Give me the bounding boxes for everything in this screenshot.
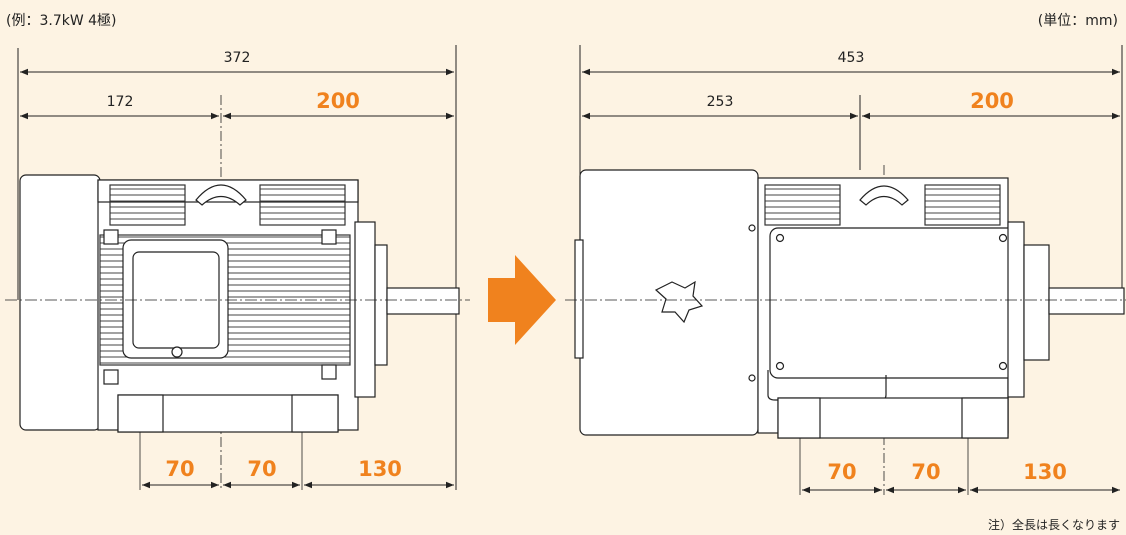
overall-length-before: 372 (223, 50, 251, 66)
example-label: (例：3.7kW 4極) (6, 13, 117, 29)
foot-left-after: 70 (827, 460, 857, 484)
shaft-length-before: 130 (358, 457, 402, 481)
overall-length-after: 453 (837, 50, 865, 66)
left-part-length-before: 172 (106, 94, 134, 110)
right-arrow-icon (488, 255, 556, 345)
unit-label: (単位：mm) (1037, 13, 1118, 29)
shaft-length-after: 130 (1023, 460, 1067, 484)
dimension-lines-before (20, 68, 454, 489)
foot-right-after: 70 (911, 460, 941, 484)
foot-right-before: 70 (247, 457, 277, 481)
right-part-length-before: 200 (316, 89, 360, 113)
foot-left-before: 70 (165, 457, 195, 481)
footnote: 注）全長は長くなります (987, 518, 1120, 532)
dimension-lines-after (582, 68, 1120, 494)
motor-before (17, 45, 460, 490)
right-part-length-after: 200 (970, 89, 1014, 113)
left-part-length-after: 253 (706, 94, 734, 110)
motor-after (574, 45, 1125, 495)
